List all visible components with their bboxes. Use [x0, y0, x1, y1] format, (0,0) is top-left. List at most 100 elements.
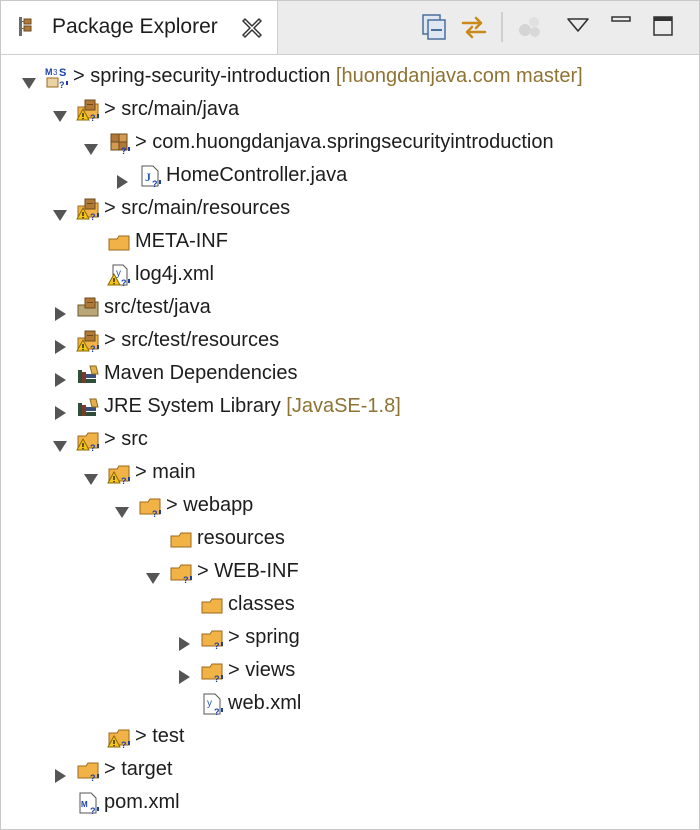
tree-item-target[interactable]: ?> target — [1, 753, 699, 786]
collapse-arrow-icon[interactable] — [52, 366, 68, 387]
collapse-all-icon[interactable] — [419, 12, 449, 42]
folder-modified-icon: ? — [76, 758, 100, 783]
svg-text:?: ? — [121, 278, 127, 287]
tree-item-label: > src/main/resources — [104, 192, 290, 225]
resource-name: target — [121, 758, 173, 780]
focus-on-active-task-icon[interactable] — [515, 12, 545, 42]
tree-item-label: > main — [135, 456, 196, 489]
tree-item-label: > target — [104, 753, 172, 786]
folder-modified-icon: ? — [169, 560, 193, 585]
resource-name: resources — [197, 527, 285, 549]
dirty-marker: > — [73, 65, 91, 87]
folder-icon — [200, 593, 224, 617]
tree-item-label: > views — [228, 654, 295, 687]
dirty-marker: > — [197, 560, 215, 582]
collapse-arrow-icon[interactable] — [114, 168, 130, 189]
svg-text:?: ? — [121, 476, 127, 485]
svg-text:?: ? — [90, 212, 96, 221]
tree-item-src-test-resources[interactable]: ?> src/test/resources — [1, 324, 699, 357]
collapse-arrow-icon[interactable] — [176, 663, 192, 684]
collapse-arrow-icon[interactable] — [52, 333, 68, 354]
tree-item-label: web.xml — [228, 687, 301, 720]
source-folder-icon — [76, 296, 100, 320]
tree-item-main[interactable]: ? > main — [1, 456, 699, 489]
tree-item-label: > src/main/java — [104, 93, 239, 126]
collapse-arrow-icon[interactable] — [52, 399, 68, 420]
expand-arrow-icon[interactable] — [83, 465, 99, 485]
minimize-icon[interactable] — [607, 12, 637, 42]
expand-arrow-icon[interactable] — [83, 135, 99, 155]
svg-text:?: ? — [152, 179, 158, 188]
expand-arrow-icon[interactable] — [52, 102, 68, 122]
tree-item-webapp[interactable]: ?> webapp — [1, 489, 699, 522]
dirty-marker: > — [166, 494, 184, 516]
folder-modified-icon: ? — [138, 494, 162, 519]
tree-item-maven-dependencies[interactable]: Maven Dependencies — [1, 357, 699, 390]
expand-arrow-icon[interactable] — [114, 498, 130, 518]
dirty-marker: > — [135, 725, 153, 747]
svg-text:S: S — [59, 67, 66, 79]
collapse-arrow-icon[interactable] — [176, 630, 192, 651]
svg-text:J: J — [145, 170, 151, 184]
view-menu-icon[interactable] — [563, 12, 593, 42]
folder-icon — [107, 230, 131, 254]
svg-text:?: ? — [214, 641, 220, 650]
tree-item-homecontroller-java[interactable]: J?HomeController.java — [1, 159, 699, 192]
tree-item-src-main-resources[interactable]: ? > src/main/resources — [1, 192, 699, 225]
library-icon — [76, 362, 100, 386]
tree-item-src[interactable]: ?> src — [1, 423, 699, 456]
svg-text:?: ? — [90, 113, 96, 122]
tree-item-src-test-java[interactable]: src/test/java — [1, 291, 699, 324]
tree-item-src-main-java[interactable]: ? > src/main/java — [1, 93, 699, 126]
tree-item-label: > spring-security-introduction [huongdan… — [73, 60, 583, 93]
link-with-editor-icon[interactable] — [459, 12, 489, 42]
close-icon[interactable] — [241, 17, 263, 44]
xml-file-icon: y? — [200, 692, 224, 717]
java-file-icon: J? — [138, 164, 162, 189]
tree-item-log4j-xml[interactable]: y?log4j.xml — [1, 258, 699, 291]
tree-item-resources[interactable]: resources — [1, 522, 699, 555]
tree-item-meta-inf[interactable]: META-INF — [1, 225, 699, 258]
dirty-marker: > — [228, 626, 246, 648]
resource-name: spring — [245, 626, 300, 648]
dirty-marker: > — [104, 98, 122, 120]
label-decoration: [huongdanjava.com master] — [330, 65, 583, 87]
svg-text:M: M — [81, 800, 88, 809]
resource-name: Maven Dependencies — [104, 362, 298, 384]
dirty-marker: > — [228, 659, 246, 681]
tree-item-classes[interactable]: classes — [1, 588, 699, 621]
collapse-arrow-icon[interactable] — [52, 762, 68, 783]
expand-arrow-icon[interactable] — [145, 564, 161, 584]
tree-item-com-huongdanjava-springsecurityintroduction[interactable]: ?> com.huongdanjava.springsecurityintrod… — [1, 126, 699, 159]
expand-arrow-icon[interactable] — [21, 69, 37, 89]
library-icon — [76, 395, 100, 419]
package-icon: ? — [107, 131, 131, 156]
resource-name: web.xml — [228, 692, 302, 714]
expand-arrow-icon[interactable] — [52, 201, 68, 221]
resource-name: spring-security-introduction — [90, 65, 331, 87]
tree-item-label: > com.huongdanjava.springsecurityintrodu… — [135, 126, 554, 159]
resource-name: pom.xml — [104, 791, 180, 813]
svg-text:?: ? — [90, 344, 96, 353]
dirty-marker: > — [104, 428, 122, 450]
tree-item-jre-system-library[interactable]: JRE System Library [JavaSE-1.8] — [1, 390, 699, 423]
tree-item-views[interactable]: ?> views — [1, 654, 699, 687]
collapse-arrow-icon[interactable] — [52, 300, 68, 321]
dirty-marker: > — [104, 758, 122, 780]
maximize-icon[interactable] — [649, 12, 679, 42]
tab-package-explorer[interactable]: Package Explorer — [1, 1, 278, 54]
tree-item-test[interactable]: ?> test — [1, 720, 699, 753]
view-tab-bar: Package Explorer — [1, 1, 699, 55]
tree-item-web-inf[interactable]: ?> WEB-INF — [1, 555, 699, 588]
tree-item-pom-xml[interactable]: M?pom.xml — [1, 786, 699, 819]
resource-name: main — [152, 461, 196, 483]
tree-item-spring[interactable]: ? > spring — [1, 621, 699, 654]
resource-name: log4j.xml — [135, 263, 214, 285]
expand-arrow-icon[interactable] — [52, 432, 68, 452]
source-folder-warning-icon: ? — [76, 98, 100, 123]
package-explorer-icon — [15, 16, 37, 43]
resource-name: src — [121, 428, 148, 450]
tree-item-web-xml[interactable]: y?web.xml — [1, 687, 699, 720]
tree-item-label: > WEB-INF — [197, 555, 299, 588]
